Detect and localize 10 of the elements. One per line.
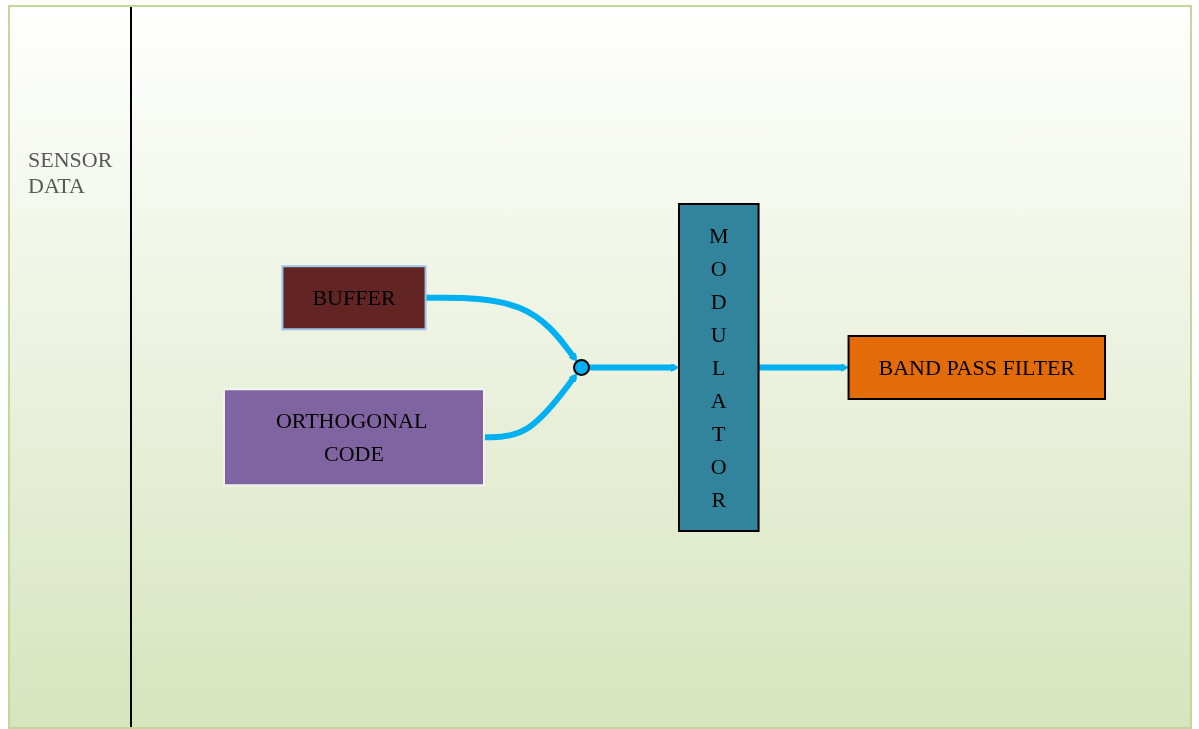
node-box: MODULATOR [678, 202, 761, 532]
arrow [426, 294, 578, 362]
node-box: BAND PASS FILTER [848, 334, 1107, 400]
node-circle [573, 358, 591, 376]
arrow [759, 362, 850, 372]
arrow [484, 372, 578, 440]
node-box: BUFFER [281, 264, 428, 330]
side-label: SENSOR DATA [28, 147, 114, 199]
node-box: ORTHOGONAL CODE [223, 387, 486, 486]
arrow [589, 362, 680, 372]
